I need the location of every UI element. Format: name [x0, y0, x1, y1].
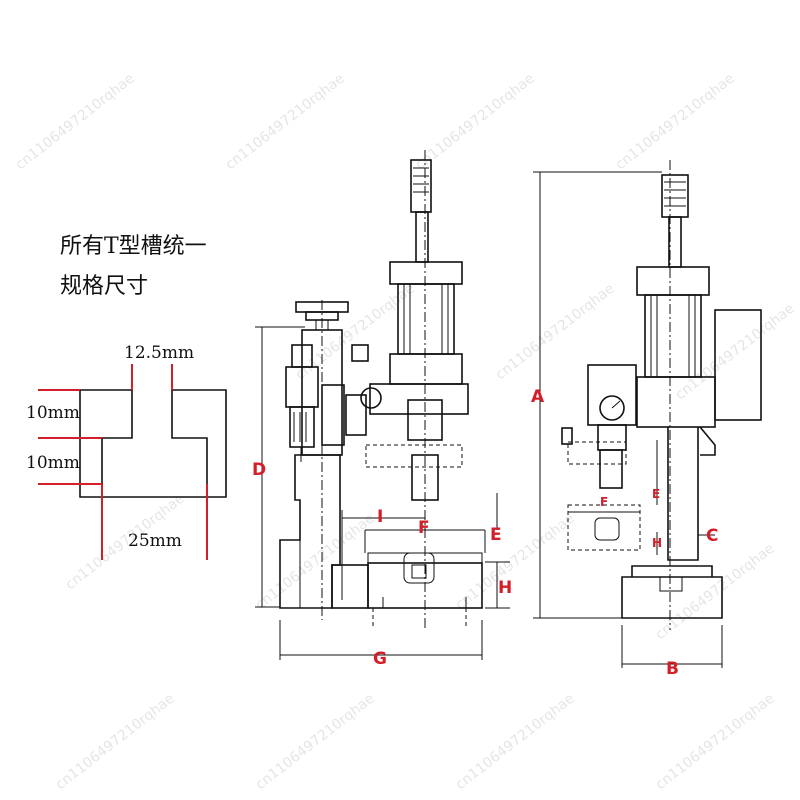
- solenoid-valve: [345, 394, 367, 436]
- watermark: cn1106497210rqhae: [653, 541, 778, 644]
- watermark: cn1106497210rqhae: [223, 71, 348, 174]
- front-column-upper: [301, 329, 343, 456]
- dim-label-c: C: [706, 526, 718, 546]
- side-regulator: [587, 364, 637, 426]
- watermark: cn1106497210rqhae: [253, 511, 378, 614]
- dim-label-h-side: H: [652, 536, 662, 550]
- dim-d-line: [255, 326, 305, 608]
- table-tslot-inner: [411, 564, 427, 579]
- front-view: D I F E H G: [252, 150, 512, 669]
- side-adjust-screw: [661, 174, 689, 218]
- watermark: cn1106497210rqhae: [493, 281, 618, 384]
- watermark: cn1106497210rqhae: [653, 691, 778, 794]
- side-screw-knurl: [664, 181, 686, 207]
- side-fixture-slot: [594, 517, 620, 541]
- valve-fitting: [351, 344, 369, 362]
- dim-b-line: [621, 625, 723, 668]
- t-slot-outline: [79, 389, 227, 498]
- lower-height-label: 10mm: [26, 453, 80, 473]
- side-cylinder-barrel: [644, 294, 702, 378]
- ram-travel-dashed: [365, 444, 463, 468]
- dim-label-b: B: [666, 659, 679, 679]
- watermarks: cn1106497210rqhae cn1106497210rqhae cn11…: [13, 71, 798, 794]
- pressure-gauge-icon: [599, 395, 625, 421]
- dim-label-a: A: [531, 387, 545, 407]
- dim-label-g: G: [373, 649, 387, 669]
- dim-label-i: I: [377, 507, 383, 527]
- dim-label-e-side: E: [652, 487, 660, 501]
- side-ram-head: [599, 449, 623, 489]
- cylinder-bottom-cap: [389, 353, 463, 385]
- filter-bowl-ribs: [293, 412, 307, 442]
- slot-width-label: 12.5mm: [124, 343, 194, 363]
- side-column: [667, 427, 699, 561]
- piston-rod-top: [415, 211, 429, 263]
- cylinder-mount-plate: [369, 383, 469, 415]
- dim-e-h-lines: [485, 493, 510, 609]
- filter-bowl: [289, 406, 315, 448]
- side-column-gusset: [699, 426, 716, 456]
- side-tie-rods: [650, 295, 696, 377]
- table-feet: [382, 597, 467, 608]
- watermark: cn1106497210rqhae: [53, 691, 178, 794]
- height-extension-lines: [38, 389, 102, 485]
- dim-label-f-side: F: [600, 495, 608, 509]
- side-view: A E F H C B: [531, 160, 762, 679]
- upper-height-label: 10mm: [26, 403, 80, 423]
- t-slot-note-line1: 所有T型槽统一: [60, 234, 207, 259]
- watermark: cn1106497210rqhae: [13, 71, 138, 174]
- side-ram-dashed: [567, 441, 627, 465]
- slot-width-extension-lines: [131, 364, 173, 390]
- dim-label-e: E: [490, 525, 502, 545]
- tie-rods: [403, 284, 449, 354]
- side-regulator-bowl: [597, 424, 627, 451]
- front-base-block: [331, 564, 369, 609]
- watermark: cn1106497210rqhae: [413, 71, 538, 174]
- watermark: cn1106497210rqhae: [453, 691, 578, 794]
- dim-label-f: F: [418, 518, 430, 538]
- watermark: cn1106497210rqhae: [673, 301, 798, 404]
- side-base-slot: [659, 576, 683, 592]
- side-valve-fitting: [561, 427, 573, 445]
- gauge-needle: [611, 400, 621, 409]
- bottom-width-label: 25mm: [128, 531, 182, 551]
- screw-knurl: [413, 167, 429, 193]
- t-slot-profile: 12.5mm 10mm 10mm 25mm: [26, 343, 227, 560]
- mount-bolt: [360, 387, 382, 409]
- side-piston-rod: [668, 216, 682, 268]
- cylinder-top-cap: [389, 261, 463, 285]
- side-base: [621, 576, 723, 619]
- dim-label-h: H: [498, 578, 512, 598]
- side-control-box: [714, 309, 762, 421]
- fixture-dashed-lines: [372, 608, 467, 628]
- dim-g-line: [279, 620, 483, 660]
- dim-label-d: D: [252, 460, 266, 480]
- bottom-width-extension-lines: [101, 484, 208, 560]
- watermark: cn1106497210rqhae: [613, 71, 738, 174]
- side-cylinder-bottom: [636, 376, 716, 428]
- watermark: cn1106497210rqhae: [453, 511, 578, 614]
- side-cylinder-cap: [636, 266, 710, 296]
- dim-a-line: [533, 171, 662, 619]
- watermark: cn1106497210rqhae: [253, 691, 378, 794]
- side-base-top: [631, 565, 713, 577]
- t-slot-note-line2: 规格尺寸: [60, 274, 149, 299]
- valve-block: [321, 384, 345, 446]
- table-tslot-outline: [403, 552, 435, 584]
- dim-f-line: [364, 529, 486, 553]
- side-fixture-dashed: [567, 504, 641, 551]
